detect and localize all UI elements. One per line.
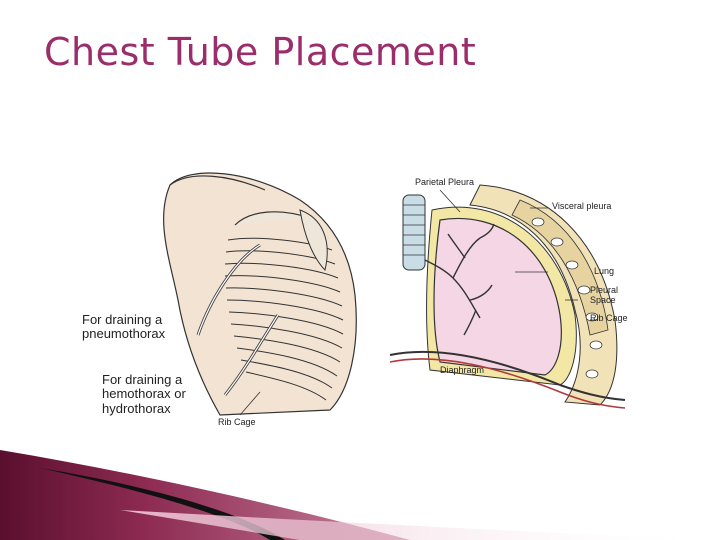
diagram-svg [163,172,626,416]
scapula [299,209,328,271]
rib-cage-pointer-left [239,391,261,416]
slide-title: Chest Tube Placement [44,30,477,74]
rib-sections [531,217,603,379]
label-rib-cage-right: Rib Cage [590,313,628,323]
right-panel-lung [389,184,626,409]
footer-decoration [0,450,720,540]
bronchial-tree [424,223,495,336]
label-pointers [439,189,598,321]
footer-band-dark [0,450,410,540]
left-panel-torso [163,172,357,416]
label-hemothorax: For draining a hemothorax or hydrothorax [102,372,186,416]
trachea-rings [403,204,425,256]
label-rib-cage-left: Rib Cage [218,417,256,427]
label-visceral-pleura: Visceral pleura [552,201,612,211]
footer-band-light [120,510,720,540]
rib-band [511,199,609,336]
torso-outline [163,172,357,416]
chest-tube-upper-inner [197,244,261,336]
chest-tube-diagram: For draining a pneumothorax For draining… [60,130,660,440]
label-parietal-pleura: Parietal Pleura [415,177,475,187]
label-diaphragm: Diaphragm [440,365,485,375]
diaphragm [389,350,626,401]
chest-tube-lower-inner [224,314,279,396]
label-pneumothorax: For draining a pneumothorax [82,312,166,342]
chest-wall [469,184,618,406]
label-pleural-space: Pleural Space [590,285,619,305]
label-lung: Lung [594,266,615,276]
trachea [402,194,426,271]
shoulder-curve [169,175,266,191]
footer-swoosh [0,450,720,540]
diaphragm-lower [389,358,626,409]
lung [433,218,562,376]
